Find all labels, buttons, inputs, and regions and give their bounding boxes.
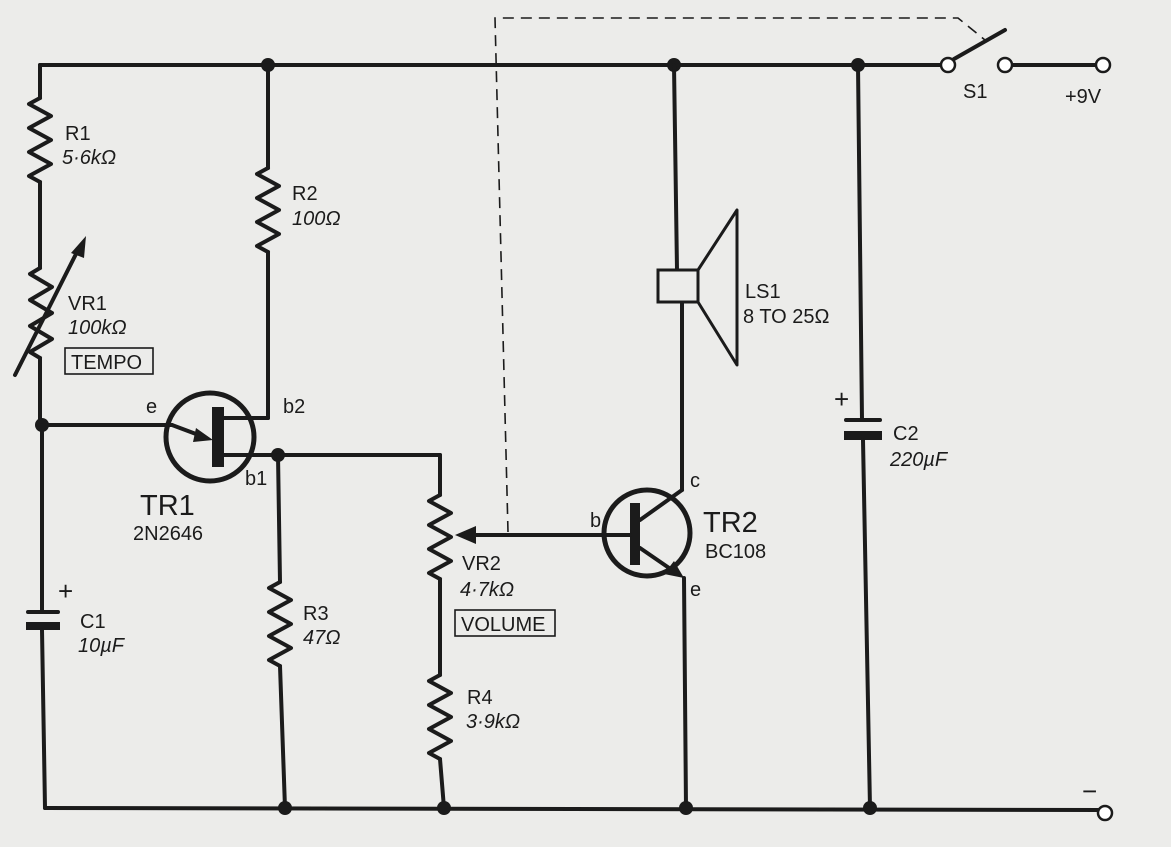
- vr2-wiper-arrow: [455, 526, 612, 544]
- wire: [672, 63, 679, 272]
- vr1-tag: TEMPO: [71, 352, 142, 374]
- c2-value: 220µF: [889, 449, 949, 471]
- capacitor-c2: [844, 418, 882, 440]
- r4-value: 3·9kΩ: [466, 711, 520, 733]
- ls1-name: LS1: [745, 281, 781, 303]
- wire: [856, 63, 864, 422]
- r4-name: R4: [467, 687, 493, 709]
- transistor-tr1: [163, 390, 280, 484]
- tr1-b2-label: b2: [283, 396, 305, 418]
- bottom-rail: [43, 806, 1102, 812]
- variable-arrow: [13, 236, 86, 377]
- positive-terminal[interactable]: [1094, 56, 1112, 74]
- supply-positive-label: +9V: [1065, 86, 1102, 108]
- c2-name: C2: [893, 423, 919, 445]
- c2-polarity: +: [834, 384, 849, 414]
- r3-value: 47Ω: [303, 627, 340, 649]
- vr1-value: 100kΩ: [68, 317, 127, 339]
- potentiometer-vr1: [28, 266, 54, 360]
- wire: [438, 757, 446, 810]
- junction: [679, 801, 693, 815]
- negative-terminal[interactable]: [1096, 804, 1114, 822]
- tr2-part: BC108: [705, 541, 766, 563]
- resistor-r1: [27, 96, 53, 184]
- junction: [278, 801, 292, 815]
- tr2-name: TR2: [703, 507, 758, 539]
- tr2-collector-label: c: [690, 470, 700, 492]
- r3-name: R3: [303, 603, 329, 625]
- junction: [863, 801, 877, 815]
- switch-s1[interactable]: [939, 28, 1014, 74]
- wire: [278, 664, 287, 810]
- vr2-value: 4·7kΩ: [460, 579, 514, 601]
- tr2-base-label: b: [590, 510, 601, 532]
- r2-value: 100Ω: [292, 208, 341, 230]
- r1-name: R1: [65, 123, 91, 145]
- tr1-emitter-label: e: [146, 396, 157, 418]
- transistor-tr2: [601, 298, 693, 810]
- supply-negative-label: −: [1082, 776, 1097, 806]
- tr1-part: 2N2646: [133, 523, 203, 545]
- resistor-r3: [267, 580, 293, 668]
- vr1-tag-box: [64, 347, 154, 375]
- tr1-name: TR1: [140, 490, 195, 522]
- vr1-name: VR1: [68, 293, 107, 315]
- wire: [861, 438, 872, 810]
- vr2-name: VR2: [462, 553, 501, 575]
- wire: [276, 453, 282, 584]
- resistor-r4: [427, 673, 453, 761]
- tr2-emitter-label: e: [690, 579, 701, 601]
- capacitor-c1: [26, 610, 60, 630]
- resistor-r2: [255, 166, 281, 254]
- c1-polarity: +: [58, 576, 73, 606]
- r2-name: R2: [292, 183, 318, 205]
- vr2-tag-box: [454, 609, 556, 637]
- tr1-b1-label: b1: [245, 468, 267, 490]
- switch-s1-label: S1: [963, 81, 987, 103]
- potentiometer-vr2: [427, 493, 453, 581]
- ganged-switch-link: [494, 17, 986, 533]
- ls1-value: 8 TO 25Ω: [743, 306, 830, 328]
- wire: [40, 628, 47, 810]
- junction: [437, 801, 451, 815]
- c1-value: 10µF: [78, 635, 126, 657]
- r1-value: 5·6kΩ: [62, 147, 116, 169]
- vr2-tag: VOLUME: [461, 614, 545, 636]
- c1-name: C1: [80, 611, 106, 633]
- loudspeaker-ls1: [656, 208, 739, 367]
